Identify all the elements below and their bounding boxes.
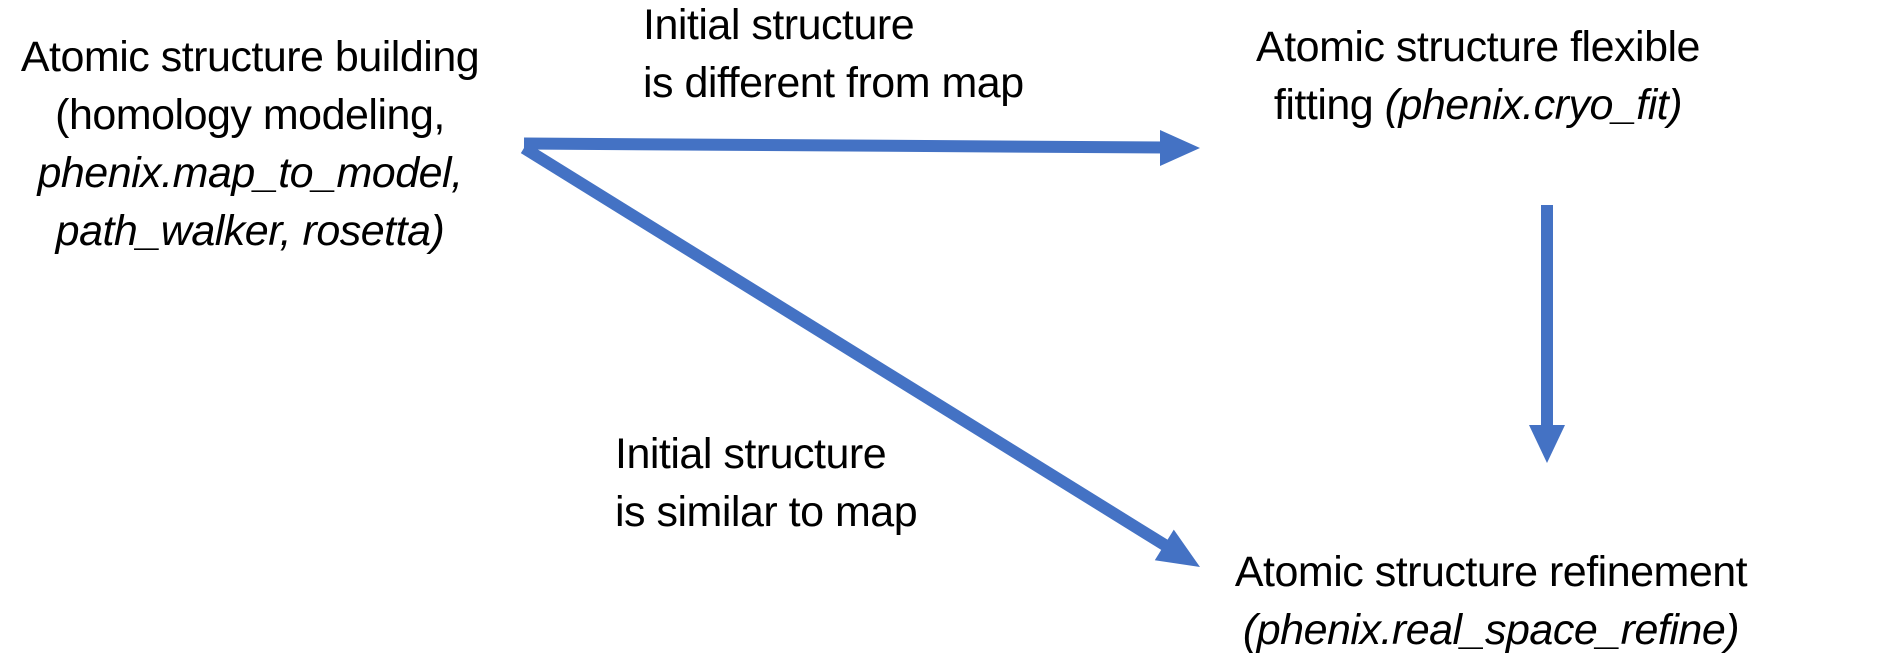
node-structure-building: Atomic structure building (homology mode… [0,28,500,260]
arrow-building-to-refinement [520,142,1200,567]
node-line: (homology modeling, [55,91,445,139]
arrow-building-to-fitting [523,130,1200,166]
arrow-label-different-from-map: Initial structure is different from map [643,0,1024,112]
node-line-text: fitting [1273,81,1385,129]
label-line: is similar to map [615,488,918,536]
node-flexible-fitting: Atomic structure flexible fitting (pheni… [1218,18,1738,134]
arrow-label-similar-to-map: Initial structure is similar to map [615,425,918,541]
node-line: Atomic structure refinement [1234,548,1748,596]
arrow-shaft [520,142,1172,553]
label-line: is different from map [643,59,1024,107]
arrow-head [1154,529,1200,567]
arrow-head [1529,425,1565,463]
node-structure-refinement: Atomic structure refinement (phenix.real… [1221,543,1761,659]
arrow-fitting-to-refinement [1529,205,1565,463]
node-line-program: (phenix.cryo_fit) [1384,81,1683,129]
node-line: fitting (phenix.cryo_fit) [1218,76,1738,134]
node-line-program: path_walker, rosetta) [55,207,445,255]
node-line-program: phenix.map_to_model, [37,149,463,197]
node-line: Atomic structure flexible [1256,23,1700,71]
node-line: Atomic structure building [20,33,480,81]
arrow-shaft [523,137,1167,154]
node-line-program: (phenix.real_space_refine) [1242,606,1740,654]
arrow-head [1160,130,1200,166]
label-line: Initial structure [615,430,887,478]
label-line: Initial structure [643,1,915,49]
